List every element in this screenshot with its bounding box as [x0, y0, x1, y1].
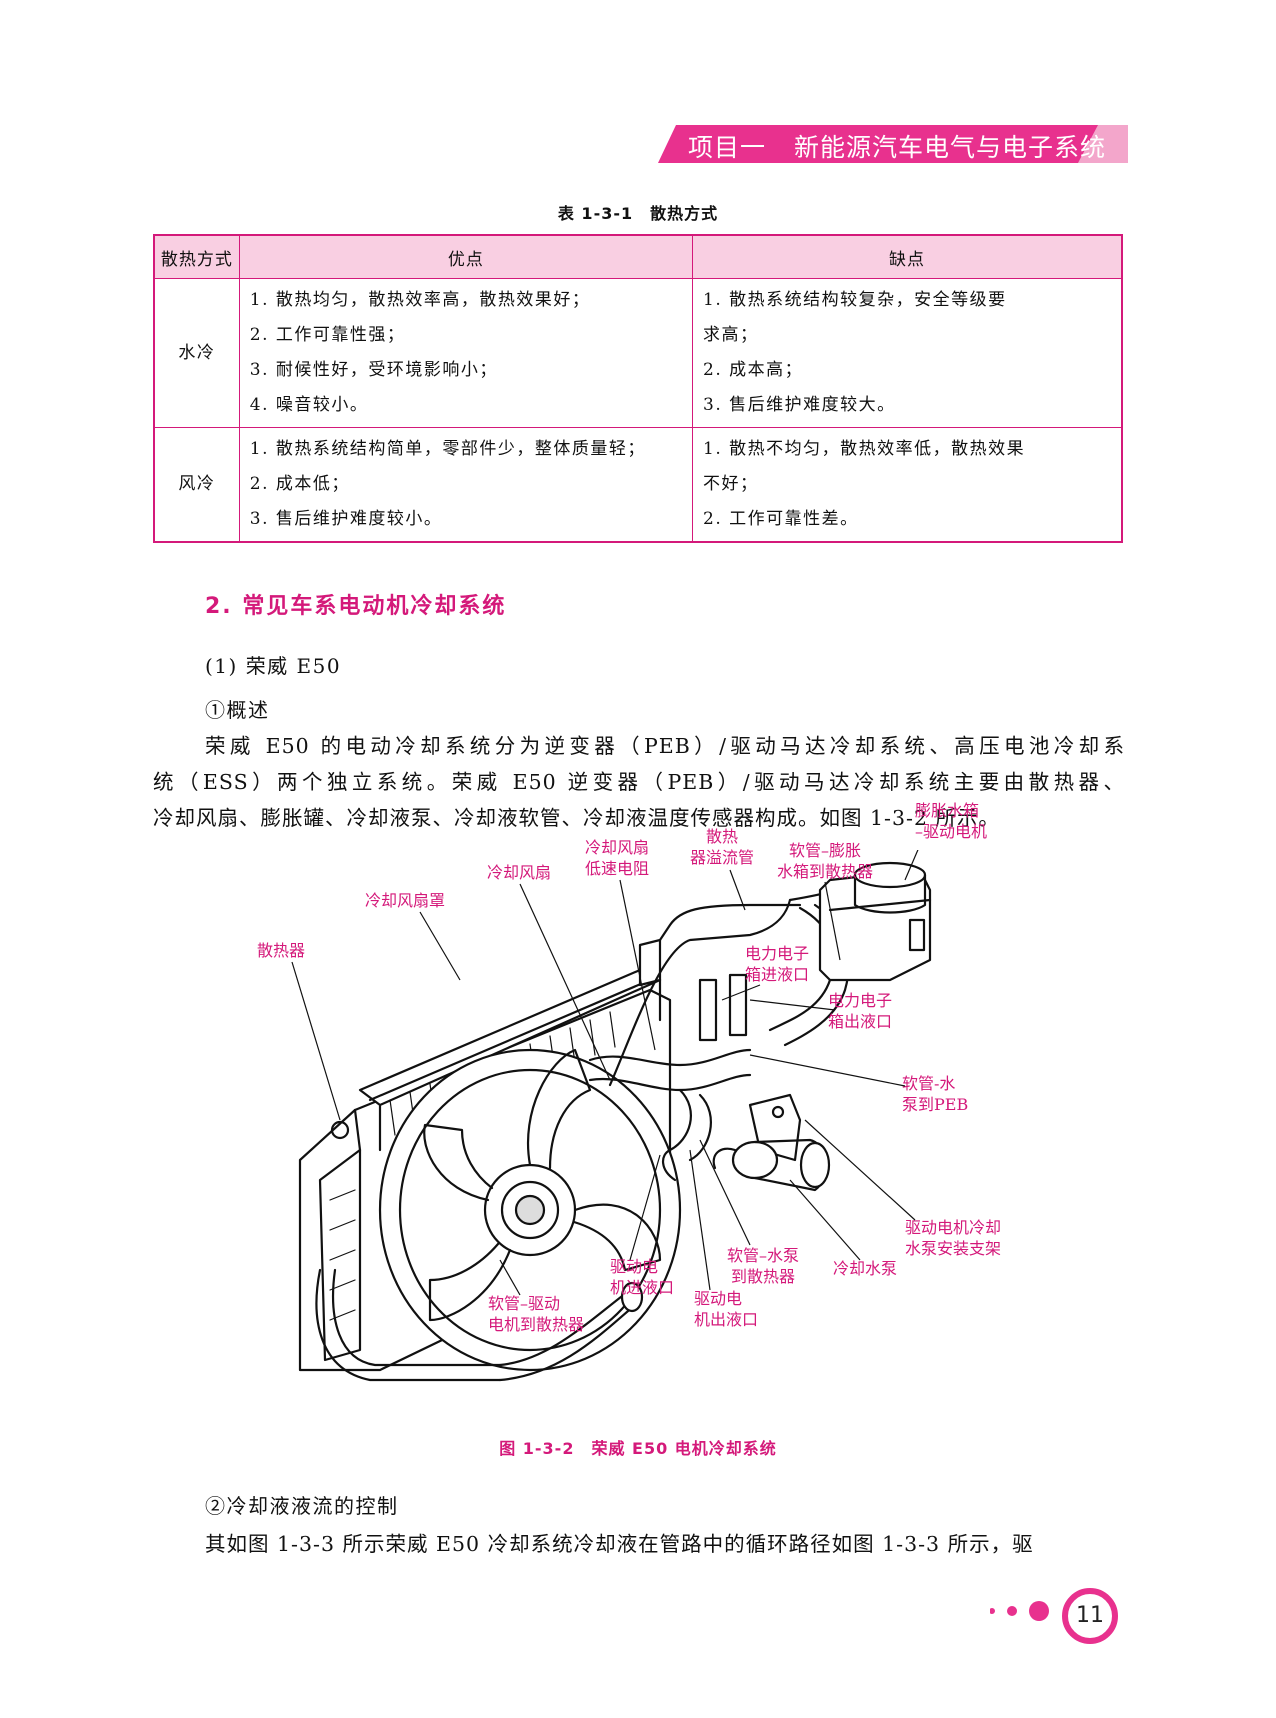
pros-cell: 1. 散热均匀，散热效率高，散热效果好； 2. 工作可靠性强； 3. 耐候性好，…	[238, 278, 694, 428]
cons-cell: 1. 散热不均匀，散热效率低，散热效果 不好； 2. 工作可靠性差。	[692, 427, 1123, 543]
label-radiator: 散热器	[257, 941, 306, 960]
page-dots-icon	[990, 1601, 1049, 1621]
subsection-heading: ②冷却液液流的控制	[205, 1494, 399, 1518]
overview-label: ①概述	[205, 698, 270, 722]
body-line: 其如图 1-3-3 所示荣威 E50 冷却系统冷却液在管路中的循环路径如图 1-…	[205, 1532, 1034, 1556]
label-hose-pump-radiator: 软管–水泵到散热器	[727, 1246, 800, 1286]
page-number: 11	[1062, 1588, 1118, 1644]
label-fan-resistor: 冷却风扇低速电阻	[585, 838, 650, 878]
pros-line: 3. 耐候性好，受环境影响小；	[249, 360, 498, 380]
section-heading: 2. 常见车系电动机冷却系统	[205, 594, 507, 619]
subsection-title: (1) 荣威 E50	[205, 654, 342, 678]
pros-line: 2. 成本低；	[249, 474, 350, 494]
label-peb-inlet: 电力电子箱进液口	[745, 944, 810, 984]
cons-line: 不好；	[703, 474, 759, 494]
cons-cell: 1. 散热系统结构较复杂，安全等级要 求高； 2. 成本高； 3. 售后维护难度…	[692, 278, 1123, 428]
label-hose-motor-radiator: 软管–驱动电机到散热器	[488, 1294, 585, 1334]
banner-shape	[658, 125, 1128, 163]
cooling-system-drawing	[298, 861, 932, 1382]
fan-drawing	[378, 1048, 682, 1372]
pros-line: 1. 散热均匀，散热效率高，散热效果好；	[249, 290, 591, 310]
figure-caption: 图 1-3-2 荣威 E50 电机冷却系统	[499, 1439, 777, 1458]
cooling-methods-table: 散热方式 优点 缺点 水冷 1. 散热均匀，散热效率高，散热效果好； 2. 工作…	[153, 234, 1123, 543]
cooling-system-figure: 散热器 冷却风扇罩 冷却风扇 冷却风扇低速电阻 散热器溢流管 软管–膨胀水箱到散…	[230, 801, 1050, 1410]
paragraph-line: 冷却风扇、膨胀罐、冷却液泵、冷却液软管、冷却液温度传感器构成。如图 1-3-2 …	[153, 806, 1001, 830]
label-fan: 冷却风扇	[487, 863, 552, 882]
pros-line: 3. 售后维护难度较小。	[249, 509, 443, 529]
paragraph-line: 荣威 E50 的电动冷却系统分为逆变器（PEB）/驱动马达冷却系统、高压电池冷却…	[205, 734, 1125, 758]
cons-line: 求高；	[703, 325, 759, 345]
table-header: 散热方式	[153, 234, 240, 279]
header-banner: 项目一新能源汽车电气与电子系统	[658, 125, 1128, 163]
table-row: 水冷 1. 散热均匀，散热效率高，散热效果好； 2. 工作可靠性强； 3. 耐候…	[153, 278, 1123, 428]
cons-line: 2. 成本高；	[703, 360, 804, 380]
cons-line: 1. 散热不均匀，散热效率低，散热效果	[703, 439, 1026, 459]
table-header-row: 散热方式 优点 缺点	[153, 234, 1123, 279]
cons-line: 2. 工作可靠性差。	[703, 509, 859, 529]
cons-line: 3. 售后维护难度较大。	[703, 395, 896, 415]
pros-line: 4. 噪音较小。	[249, 395, 369, 415]
label-pump-bracket: 驱动电机冷却水泵安装支架	[905, 1218, 1002, 1258]
label-fan-shroud: 冷却风扇罩	[365, 891, 446, 910]
pros-line: 1. 散热系统结构简单，零部件少，整体质量轻；	[249, 439, 646, 459]
banner-title: 项目一新能源汽车电气与电子系统	[688, 133, 1107, 162]
label-motor-outlet: 驱动电机出液口	[694, 1289, 759, 1329]
label-hose-tank-radiator: 软管–膨胀水箱到散热器	[777, 841, 874, 881]
method-cell: 水冷	[153, 278, 240, 428]
label-motor-inlet: 驱动电机进液口	[610, 1257, 675, 1297]
table-caption: 表 1-3-1 散热方式	[557, 204, 719, 223]
paragraph-line: 统（ESS）两个独立系统。荣威 E50 逆变器（PEB）/驱动马达冷却系统主要由…	[153, 770, 1125, 794]
table-row: 风冷 1. 散热系统结构简单，零部件少，整体质量轻； 2. 成本低； 3. 售后…	[153, 427, 1123, 543]
label-pump: 冷却水泵	[833, 1259, 898, 1278]
table-header: 优点	[238, 234, 694, 279]
leader-lines	[291, 850, 919, 1296]
label-overflow: 散热器溢流管	[690, 827, 755, 867]
label-peb-outlet: 电力电子箱出液口	[828, 991, 893, 1031]
table-header: 缺点	[692, 234, 1123, 279]
label-hose-pump-peb: 软管-水泵到PEB	[902, 1074, 969, 1114]
expansion-tank-drawing	[818, 861, 932, 982]
overview-paragraph: 荣威 E50 的电动冷却系统分为逆变器（PEB）/驱动马达冷却系统、高压电池冷却…	[153, 728, 1125, 836]
label-tank-motor: 膨胀水箱–驱动电机	[915, 801, 988, 841]
method-cell: 风冷	[153, 427, 240, 543]
pump-drawing	[712, 1093, 831, 1192]
pros-cell: 1. 散热系统结构简单，零部件少，整体质量轻； 2. 成本低； 3. 售后维护难…	[238, 427, 694, 543]
cons-line: 1. 散热系统结构较复杂，安全等级要	[703, 290, 1007, 310]
pros-line: 2. 工作可靠性强；	[249, 325, 406, 345]
